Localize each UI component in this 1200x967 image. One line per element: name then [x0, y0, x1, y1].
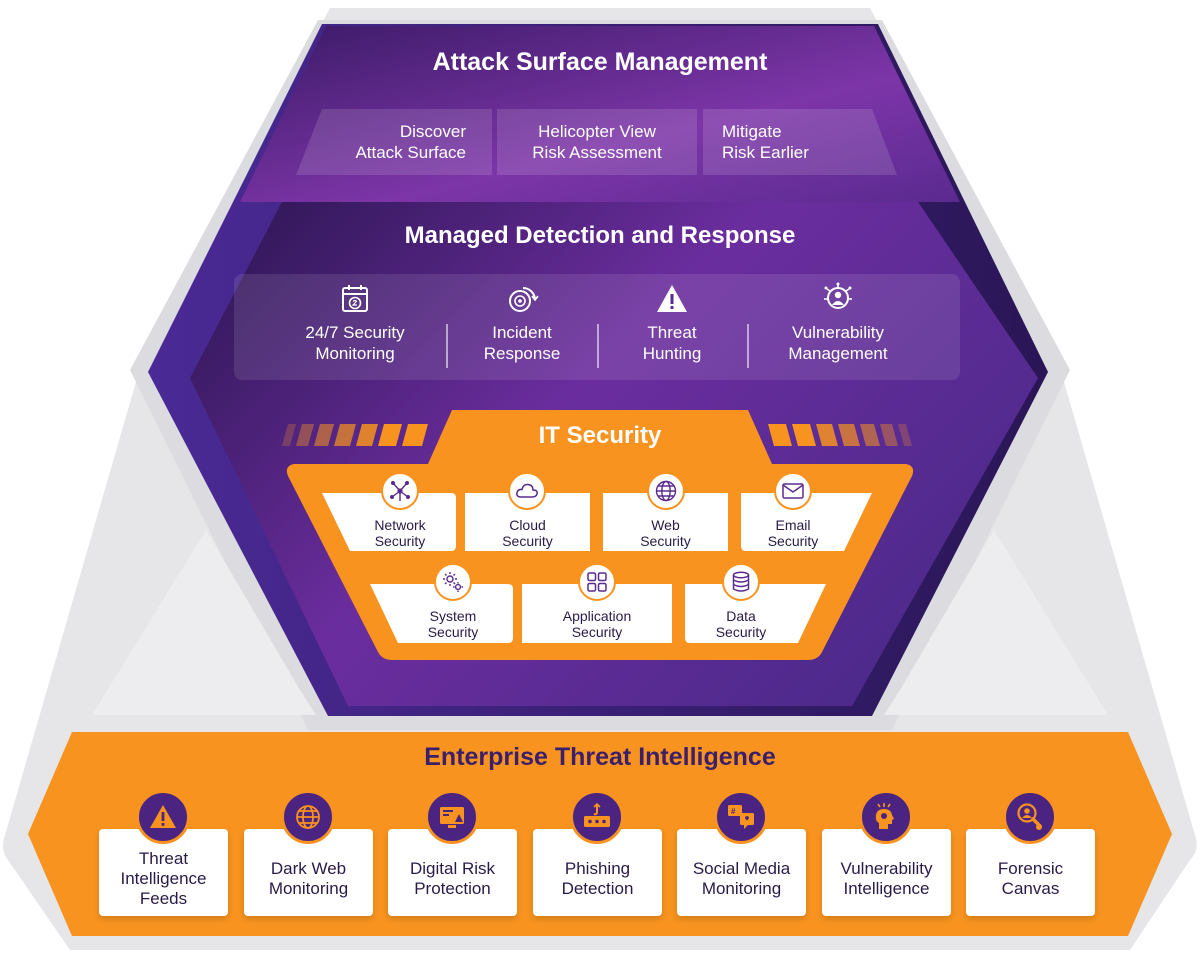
mdr-item-threat-hunting: Threat Hunting [597, 282, 747, 364]
eti-item-label: Vulnerability Intelligence [840, 858, 933, 898]
it-item-web: Web Security [640, 517, 691, 549]
eti-item-dark-web: Dark Web Monitoring [244, 829, 373, 916]
warning-icon [657, 285, 687, 312]
asm-item-label: Discover Attack Surface [355, 122, 466, 162]
head-bug-icon [859, 790, 913, 844]
bug-shield-icon [824, 282, 852, 309]
warning-icon [136, 790, 190, 844]
target-cycle-icon [509, 287, 539, 312]
password-hook-icon [570, 790, 624, 844]
database-icon [722, 563, 760, 601]
asm-item-discover: Discover Attack Surface [330, 109, 484, 175]
divider [597, 324, 599, 368]
eti-item-label: Phishing Detection [561, 858, 634, 898]
it-item-network: Network Security [374, 517, 426, 549]
mdr-item-vulnerability: Vulnerability Management [763, 282, 913, 364]
globe-icon [647, 472, 685, 510]
eti-item-label: Digital Risk Protection [409, 858, 496, 898]
stripe-left [282, 424, 428, 446]
it-item-email: Email Security [767, 517, 819, 549]
asm-panel [240, 26, 960, 202]
it-item-system: System Security [427, 608, 479, 640]
left-side-panel [92, 530, 316, 715]
asm-item-label: Helicopter View Risk Assessment [532, 122, 662, 162]
screen-warning-icon [425, 790, 479, 844]
stripe-right [768, 424, 912, 446]
mdr-title: Managed Detection and Response [404, 222, 796, 249]
right-side-panel [884, 530, 1108, 715]
it-security-title: IT Security [538, 422, 662, 449]
mdr-item-label: Vulnerability Management [788, 323, 888, 363]
divider [747, 324, 749, 368]
calendar-24-icon [342, 285, 368, 312]
eti-item-vuln-intel: Vulnerability Intelligence [822, 829, 951, 916]
magnifier-person-icon [1003, 790, 1057, 844]
eti-item-label: Dark Web Monitoring [268, 858, 349, 898]
it-item-data: Data Security [715, 608, 767, 640]
svg-text:#: # [731, 807, 736, 816]
globe-icon [281, 790, 335, 844]
divider [446, 324, 448, 368]
mdr-item-label: 24/7 Security Monitoring [305, 323, 405, 363]
asm-card-bg-1 [296, 109, 492, 175]
app-grid-icon [578, 563, 616, 601]
eti-item-label: Threat Intelligence Feeds [120, 848, 207, 908]
asm-item-helicopter: Helicopter View Risk Assessment [497, 109, 697, 175]
mdr-item-label: Incident Response [483, 323, 561, 363]
gears-icon [434, 563, 472, 601]
mdr-item-label: Threat Hunting [642, 323, 702, 363]
eti-title: Enterprise Threat Intelligence [424, 743, 776, 771]
it-item-cloud: Cloud Security [502, 517, 553, 549]
chat-bubbles-icon: # [714, 790, 768, 844]
asm-item-label: Mitigate Risk Earlier [722, 122, 809, 162]
asm-card-bg-2 [497, 109, 697, 175]
cloud-icon [508, 472, 546, 510]
eti-item-label: Forensic Canvas [997, 858, 1064, 898]
eti-item-label: Social Media Monitoring [692, 858, 791, 898]
it-item-application: Application Security [562, 608, 632, 640]
network-icon [381, 472, 419, 510]
asm-title: Attack Surface Management [432, 48, 768, 76]
mdr-item-incident: Incident Response [447, 282, 597, 364]
asm-card-bg-3 [703, 109, 897, 175]
envelope-icon [774, 472, 812, 510]
mdr-item-monitoring: 24/7 Security Monitoring [280, 282, 430, 364]
asm-item-mitigate: Mitigate Risk Earlier [703, 109, 863, 175]
